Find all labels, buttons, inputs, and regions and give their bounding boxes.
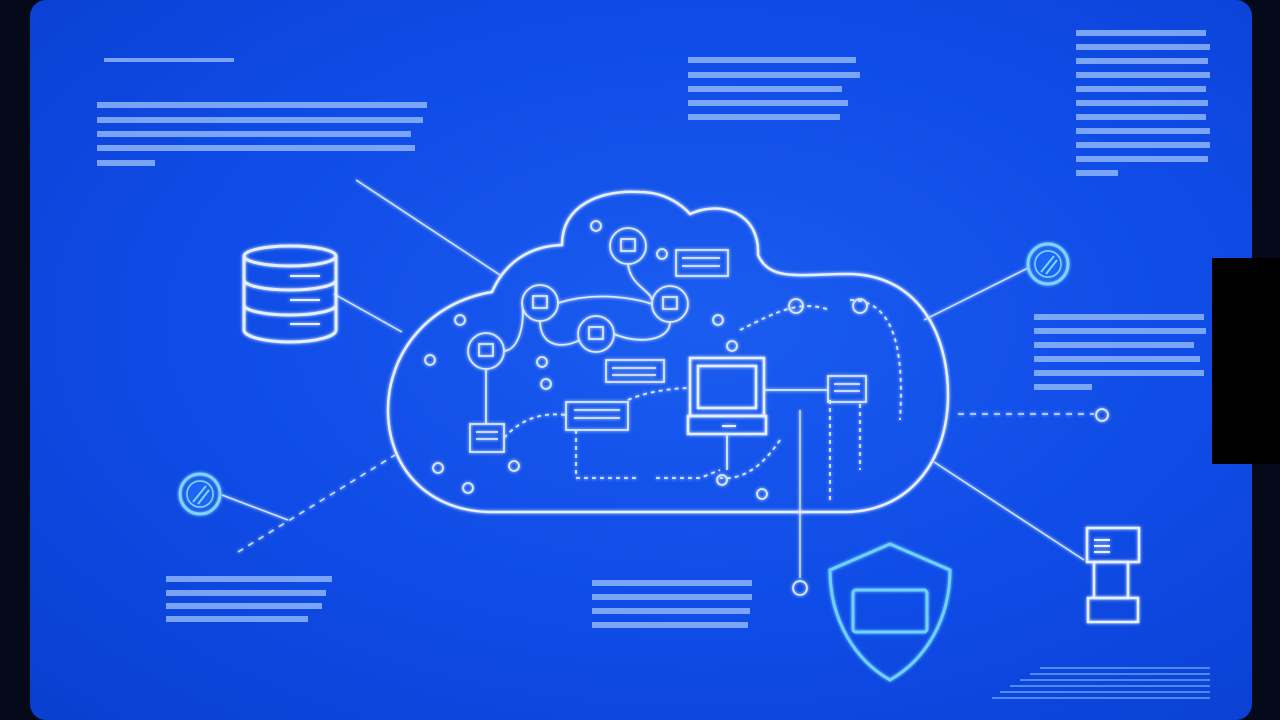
server-icon (1085, 526, 1141, 624)
text-block-bottom-left (166, 576, 332, 622)
text-block-top-left (97, 58, 427, 166)
shield-icon (828, 542, 952, 682)
text-block-top-right (1076, 30, 1210, 176)
text-block-top-center (688, 57, 860, 120)
text-block-mid-right (1034, 314, 1206, 390)
lock-node-icon (178, 472, 222, 516)
computer-monitor-icon (686, 356, 768, 436)
side-tab (1212, 258, 1280, 464)
database-icon (242, 244, 338, 344)
cloud-outline (386, 190, 950, 514)
cloud-network (424, 220, 1109, 596)
link-node-icon (1026, 242, 1070, 286)
corner-stripes (992, 667, 1210, 699)
external-connectors (221, 179, 1094, 578)
text-block-bottom-center (592, 580, 752, 628)
